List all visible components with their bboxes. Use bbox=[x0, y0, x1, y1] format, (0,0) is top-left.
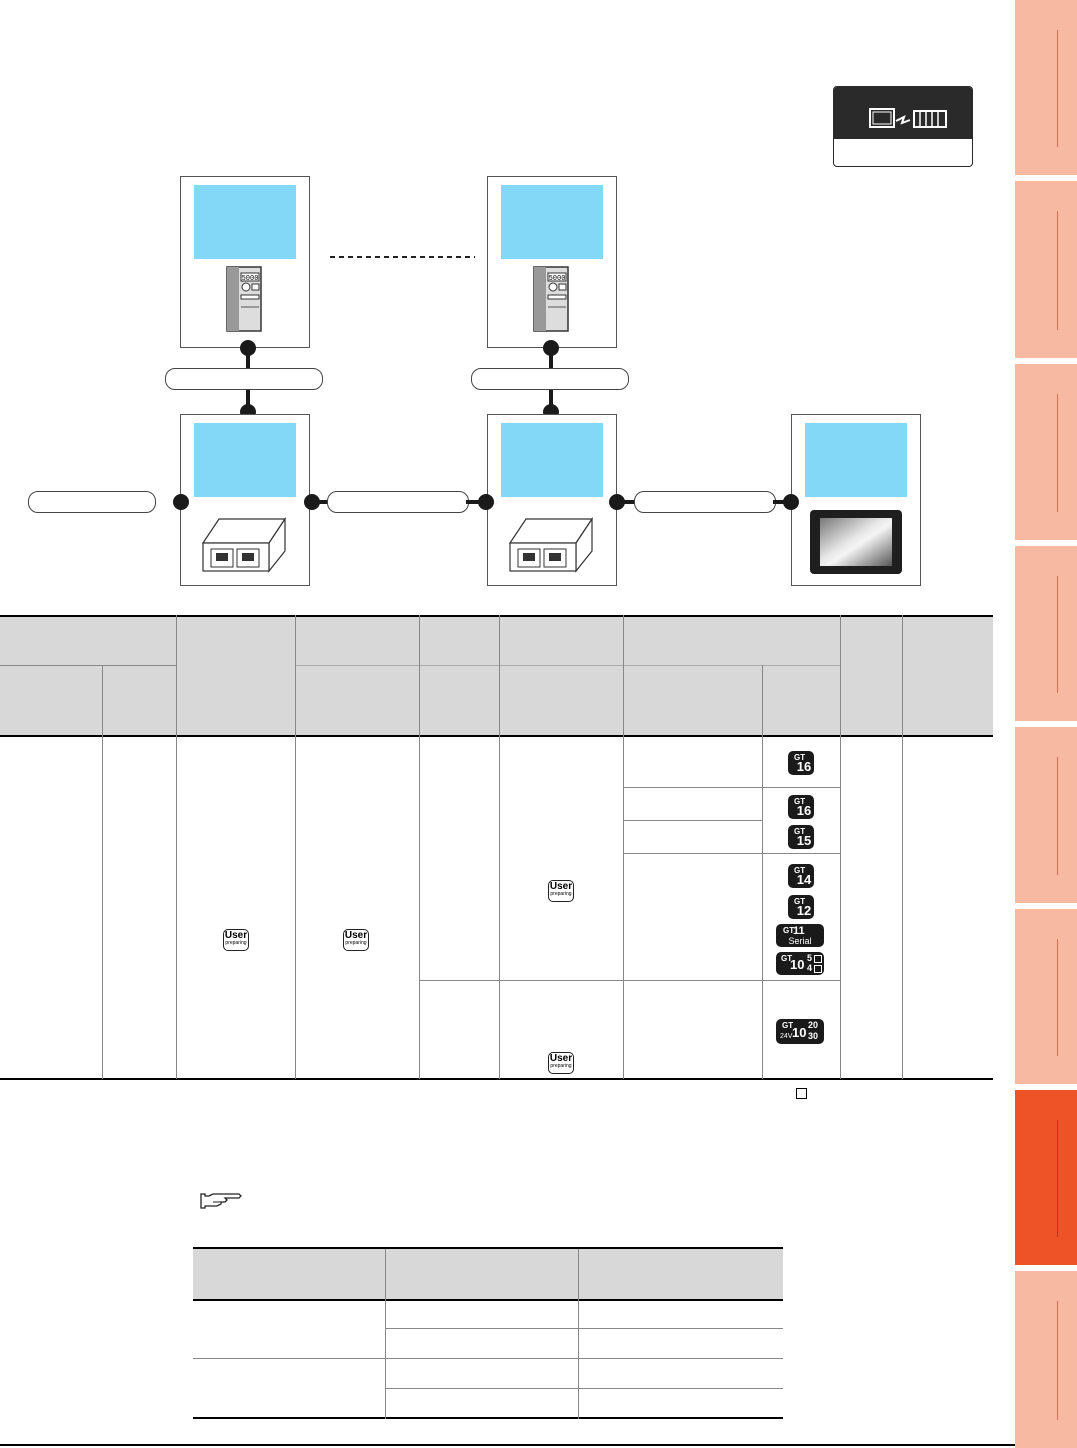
table-header bbox=[0, 617, 993, 735]
gt-to-controller-icon bbox=[869, 108, 947, 128]
chapter-tab-5[interactable] bbox=[1015, 727, 1077, 903]
connection-dot bbox=[240, 340, 256, 356]
converter-icon bbox=[201, 517, 287, 573]
connection-line bbox=[312, 500, 328, 504]
chapter-tab-7-active[interactable] bbox=[1015, 1090, 1077, 1265]
checkbox-icon bbox=[796, 1088, 807, 1099]
connection-dot bbox=[478, 494, 494, 510]
svg-text:5000: 5000 bbox=[549, 275, 566, 283]
cable-label-2 bbox=[471, 368, 629, 390]
inverter-icon: 5000 bbox=[533, 266, 569, 332]
connection-dot bbox=[543, 340, 559, 356]
chapter-tab-8[interactable] bbox=[1015, 1271, 1077, 1448]
chapter-tab-4[interactable] bbox=[1015, 546, 1077, 721]
cable-label-1 bbox=[165, 368, 323, 390]
chapter-tab-3[interactable] bbox=[1015, 364, 1077, 540]
gt1020-24v-model-icon: GT 24V 10 20 30 bbox=[776, 1019, 824, 1044]
cable-label-4 bbox=[327, 491, 469, 513]
svg-text:5000: 5000 bbox=[242, 275, 259, 283]
inverter-label-area-2 bbox=[501, 185, 603, 259]
converter-icon bbox=[508, 517, 594, 573]
got-display-icon bbox=[810, 510, 902, 574]
converter-label-area-2 bbox=[501, 423, 603, 497]
inverter-icon: 5000 bbox=[226, 266, 262, 332]
settings-table-header bbox=[193, 1249, 783, 1299]
converter-device-1 bbox=[180, 414, 310, 586]
got-device bbox=[791, 414, 921, 586]
reference-hand-icon bbox=[200, 1193, 242, 1209]
connection-line bbox=[617, 500, 635, 504]
chapter-tab-1[interactable] bbox=[1015, 0, 1077, 175]
cable-label-3 bbox=[28, 491, 156, 513]
inverter-label-area-1 bbox=[194, 185, 296, 259]
connection-dot bbox=[173, 494, 189, 510]
converter-label-area-1 bbox=[194, 423, 296, 497]
inverter-device-2: 5000 bbox=[487, 176, 617, 348]
chapter-tab-2[interactable] bbox=[1015, 181, 1077, 358]
connection-mode-box bbox=[833, 86, 973, 167]
got-label-area bbox=[805, 423, 907, 497]
converter-device-2 bbox=[487, 414, 617, 586]
connection-dot bbox=[783, 494, 799, 510]
gt11-serial-model-icon: GT 11 Serial bbox=[776, 924, 824, 947]
connection-line bbox=[466, 500, 480, 504]
dashed-connector bbox=[330, 256, 475, 258]
chapter-tab-6[interactable] bbox=[1015, 909, 1077, 1084]
connection-line bbox=[773, 500, 785, 504]
page-bottom-rule bbox=[0, 1444, 1015, 1446]
gt105-model-icon: GT 10 5 4 bbox=[776, 952, 824, 975]
cable-label-5 bbox=[634, 491, 776, 513]
inverter-device-1: 5000 bbox=[180, 176, 310, 348]
